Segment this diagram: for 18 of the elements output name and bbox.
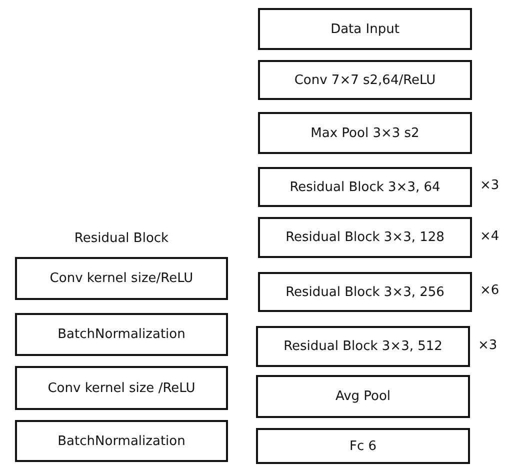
layer-box: Residual Block 3×3, 128	[258, 217, 472, 258]
layer-box: Data Input	[258, 8, 472, 50]
layer-box: Residual Block 3×3, 64	[258, 167, 472, 207]
repeat-count: ×4	[480, 228, 500, 244]
layer-box: Residual Block 3×3, 256	[258, 272, 472, 312]
layer-box: BatchNormalization	[15, 420, 228, 462]
layer-box: Fc 6	[256, 428, 470, 464]
layer-box: Residual Block 3×3, 512	[256, 326, 470, 367]
layer-box: Conv kernel size /ReLU	[15, 366, 228, 410]
layer-box: Conv 7×7 s2,64/ReLU	[258, 60, 472, 100]
layer-box: BatchNormalization	[15, 313, 228, 356]
repeat-count: ×3	[480, 178, 500, 193]
layer-box: Avg Pool	[256, 375, 470, 418]
layer-box: Conv kernel size/ReLU	[15, 257, 228, 300]
repeat-count: ×3	[478, 338, 498, 352]
layer-box: Max Pool 3×3 s2	[258, 112, 472, 154]
repeat-count: ×6	[480, 283, 500, 298]
group-heading: Residual Block	[73, 231, 170, 246]
